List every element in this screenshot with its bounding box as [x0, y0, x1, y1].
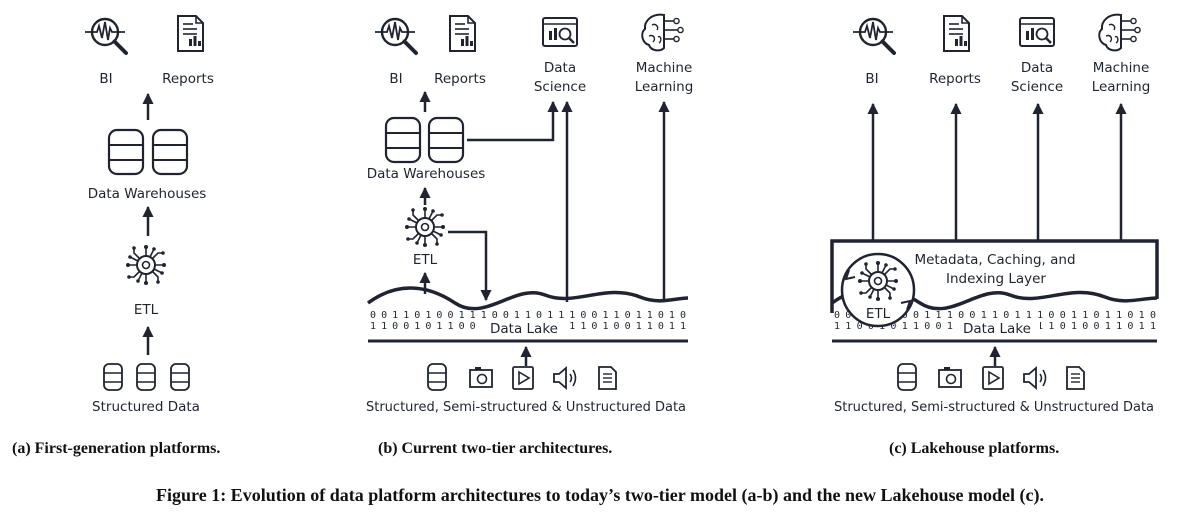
data-lake-label: Data Lake: [490, 321, 558, 337]
metadata-layer-label: Indexing Layer: [946, 271, 1046, 287]
data-science-label: Science: [534, 79, 586, 95]
sources-label: Structured, Semi-structured & Unstructur…: [834, 400, 1154, 415]
text-document-icon: [598, 366, 617, 390]
machine-learning-label: Machine: [636, 60, 693, 76]
audio-icon: [1023, 367, 1047, 389]
video-icon: [512, 366, 534, 390]
arrow-etl-into-lake: [448, 230, 492, 302]
database-icon: [170, 363, 190, 391]
etl-label: ETL: [413, 252, 438, 268]
reports-label: Reports: [162, 71, 214, 87]
data-science-label: Science: [1011, 79, 1063, 95]
data-science-label: Data: [1021, 60, 1053, 76]
data-lake-bits: 0 0 1 1 0 1 0 0 1 1 1 0 0 1 1 0 1 1 1 0 …: [834, 310, 1156, 321]
machine-learning-label: Learning: [635, 79, 694, 95]
data-lake-wave: [366, 286, 689, 311]
etl-chip-icon: [125, 244, 167, 286]
panel-a-caption: (a) First-generation platforms.: [12, 440, 221, 457]
bi-magnifier-icon: [83, 17, 128, 55]
image-icon: [938, 366, 962, 388]
etl-cycle-arrow: [900, 299, 912, 311]
reports-label: Reports: [929, 71, 981, 87]
structured-data-label: Structured Data: [92, 399, 200, 415]
database-icon: [136, 363, 156, 391]
reports-document-icon: [449, 15, 476, 52]
bi-magnifier-icon: [373, 17, 418, 55]
panel-a: BI Reports Data Warehouses ETL Structure…: [83, 15, 214, 415]
bi-label: BI: [99, 71, 112, 87]
machine-learning-brain-icon: [641, 13, 685, 52]
panel-c-caption: (c) Lakehouse platforms.: [889, 440, 1060, 457]
etl-cycle-arrow: [844, 269, 856, 281]
database-icon: [151, 128, 189, 176]
sources-label: Structured, Semi-structured & Unstructur…: [366, 400, 686, 415]
arrow-warehouse-to-data-science: [467, 100, 559, 142]
bi-label: BI: [389, 71, 402, 87]
figure-caption: Figure 1: Evolution of data platform arc…: [156, 485, 1044, 505]
etl-chip-icon: [404, 206, 446, 248]
database-icon: [427, 363, 447, 391]
audio-icon: [553, 367, 577, 389]
text-document-icon: [1066, 366, 1085, 390]
metadata-layer-box: [830, 239, 1159, 313]
reports-document-icon: [943, 15, 970, 52]
image-icon: [469, 366, 493, 388]
panel-c: BI Reports Data Science Machine Learning…: [830, 13, 1159, 415]
data-warehouses-label: Data Warehouses: [367, 166, 486, 182]
data-lake-bits: 0 0 1 1 0 1 0 0 1 1 1 0 0 1 1 0 1 1 1 0 …: [370, 310, 686, 321]
data-science-label: Data: [544, 60, 576, 76]
data-lake-label: Data Lake: [963, 321, 1031, 337]
video-icon: [982, 366, 1004, 390]
machine-learning-brain-icon: [1098, 13, 1142, 52]
data-science-screen-icon: [1018, 16, 1056, 48]
metadata-layer-label: Metadata, Caching, and: [914, 252, 1075, 268]
database-icon: [384, 116, 422, 164]
machine-learning-label: Machine: [1093, 60, 1150, 76]
etl-label: ETL: [134, 302, 159, 318]
bi-magnifier-icon: [851, 17, 896, 55]
panel-b: BI Reports Data Science Machine Learning…: [366, 13, 694, 415]
machine-learning-label: Learning: [1092, 79, 1151, 95]
etl-label: ETL: [866, 306, 891, 322]
database-icon: [103, 363, 123, 391]
reports-document-icon: [177, 15, 204, 52]
database-icon: [427, 116, 465, 164]
database-icon: [897, 363, 917, 391]
data-warehouses-label: Data Warehouses: [88, 186, 207, 202]
database-icon: [107, 128, 145, 176]
panel-b-caption: (b) Current two-tier architectures.: [378, 440, 613, 457]
reports-label: Reports: [434, 71, 486, 87]
bi-label: BI: [865, 71, 878, 87]
data-science-screen-icon: [541, 16, 579, 48]
